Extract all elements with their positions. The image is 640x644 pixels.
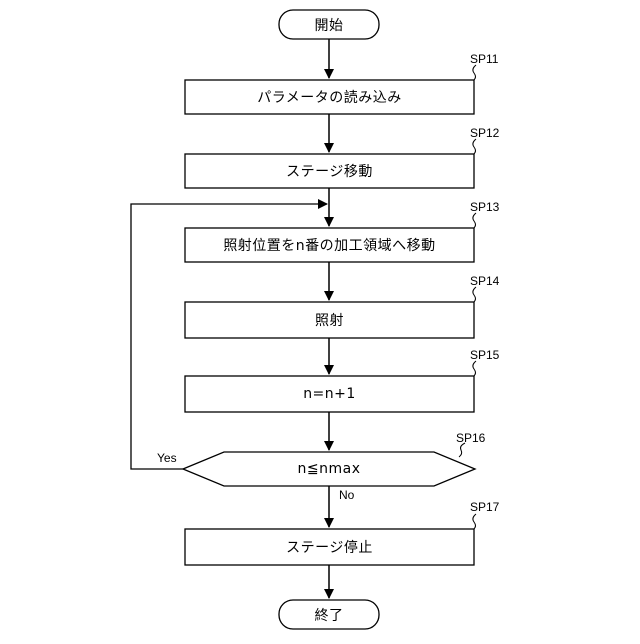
leader-sp13 [473,213,476,228]
edge-label-yes: Yes [157,451,177,465]
step-id-sp11: SP11 [470,52,498,66]
decision-label-sp16: n≦nmax [224,452,434,486]
leader-sp17 [473,514,476,529]
step-id-sp16: SP16 [456,431,485,445]
step-id-sp13: SP13 [470,200,499,214]
edge-label-no: No [339,488,354,502]
process-label-sp13: 照射位置をn番の加工領域へ移動 [185,228,474,262]
process-label-sp15: n=n+1 [185,376,474,412]
step-id-sp17: SP17 [470,500,499,514]
leader-sp15 [473,361,476,376]
end-label: 終了 [279,600,379,629]
leader-sp16 [459,443,465,457]
process-label-sp17: ステージ停止 [185,529,474,565]
step-id-sp15: SP15 [470,348,499,362]
start-label: 開始 [279,10,379,39]
leader-sp12 [473,139,476,154]
process-label-sp11: パラメータの読み込み [185,80,474,114]
step-id-sp12: SP12 [470,126,499,140]
leader-sp14 [473,287,476,302]
process-label-sp12: ステージ移動 [185,154,474,188]
leader-sp11 [473,65,476,80]
step-id-sp14: SP14 [470,274,499,288]
process-label-sp14: 照射 [185,302,474,338]
